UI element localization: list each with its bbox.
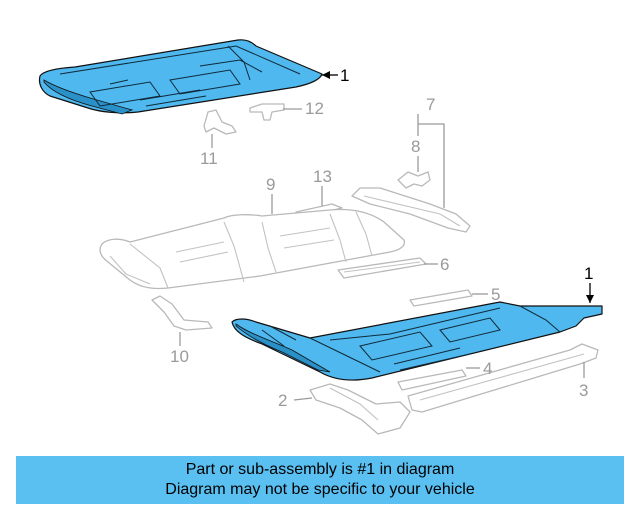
floor-pan-top-highlighted[interactable] (38, 39, 323, 115)
callout-5: 5 (491, 285, 500, 304)
info-banner: Part or sub-assembly is #1 in diagram Di… (16, 456, 624, 504)
crossmember-6 (337, 257, 427, 279)
callout-8: 8 (411, 137, 420, 156)
callout-2: 2 (278, 391, 287, 410)
member-7 (351, 187, 471, 233)
arrowhead-1-top (322, 71, 330, 79)
callout-10: 10 (170, 347, 189, 366)
callout-13: 13 (313, 167, 332, 186)
parts-diagram: 1 1 12 11 7 8 9 13 6 5 10 4 3 2 (38, 39, 603, 435)
floor-pan-center-9 (99, 208, 406, 290)
callout-3: 3 (579, 381, 588, 400)
reinforcement-5 (409, 289, 473, 307)
callout-1-bottom: 1 (584, 264, 593, 283)
arrowhead-1-bottom (586, 295, 594, 303)
floor-pan-bottom-highlighted[interactable] (231, 301, 603, 381)
callout-6: 6 (440, 255, 449, 274)
callout-11: 11 (200, 149, 218, 168)
callout-1-top: 1 (340, 66, 349, 85)
support-11 (203, 109, 237, 135)
banner-line-2: Diagram may not be specific to your vehi… (165, 481, 475, 498)
bracket-10 (151, 295, 213, 331)
rocker-3 (407, 343, 599, 413)
banner-line-1: Part or sub-assembly is #1 in diagram (185, 461, 455, 478)
callout-12: 12 (305, 99, 324, 118)
bracket-2 (309, 383, 411, 435)
callout-4: 4 (483, 359, 492, 378)
callout-9: 9 (266, 175, 275, 194)
callout-7: 7 (426, 95, 435, 114)
sill-4 (397, 369, 467, 391)
bracket-12 (249, 103, 285, 121)
clip-8 (397, 171, 431, 189)
